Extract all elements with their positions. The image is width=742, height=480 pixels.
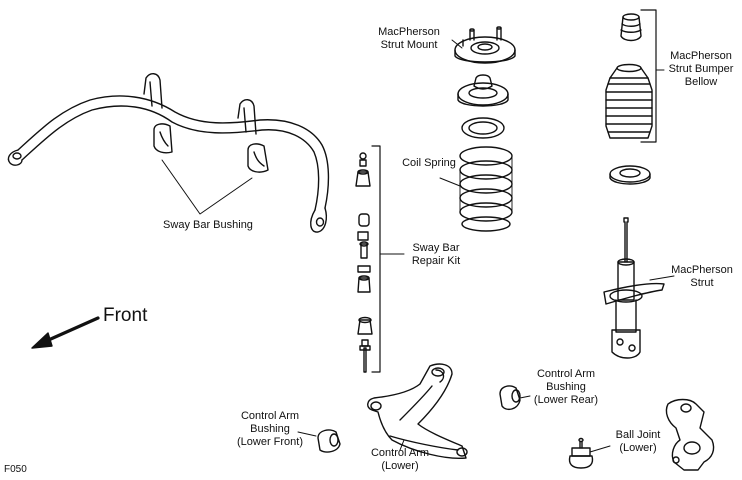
label-sway-bar-bushing: Sway Bar Bushing (163, 219, 253, 231)
sway-bar-repair-kit (355, 145, 405, 373)
sway-bar (7, 73, 330, 233)
label-strut-mount: MacPherson Strut Mount (378, 26, 440, 51)
label-arm-bushing-rear: Control Arm Bushing (Lower Rear) (533, 368, 599, 406)
label-bumper-bellow: MacPherson Strut Bumper Bellow (668, 50, 734, 88)
leader-sway-bushing (161, 159, 253, 215)
macpherson-strut-mount (451, 26, 516, 139)
ball-joint (568, 437, 611, 469)
label-repair-kit: Sway Bar Repair Kit (411, 242, 461, 267)
macpherson-strut-bumper-bellow (605, 9, 665, 185)
label-coil-spring: Coil Spring (402, 157, 456, 169)
control-arm-bushing-lower-front (297, 429, 341, 453)
label-strut: MacPherson Strut (671, 264, 733, 289)
label-control-arm: Control Arm (Lower) (370, 447, 430, 472)
macpherson-strut (603, 217, 675, 359)
lower-control-arm (367, 363, 468, 460)
label-arm-bushing-front: Control Arm Bushing (Lower Front) (236, 410, 304, 448)
front-direction-arrow (31, 316, 100, 349)
front-direction-label: Front (103, 305, 148, 326)
coil-spring (439, 146, 513, 232)
label-ball-joint: Ball Joint (Lower) (615, 429, 661, 454)
sway-bar-bushing-right (247, 143, 269, 173)
steering-knuckle (665, 398, 715, 471)
control-arm-bushing-lower-rear (499, 385, 531, 411)
figure-code: F050 (4, 464, 27, 475)
sway-bar-bushing-left (153, 123, 173, 154)
